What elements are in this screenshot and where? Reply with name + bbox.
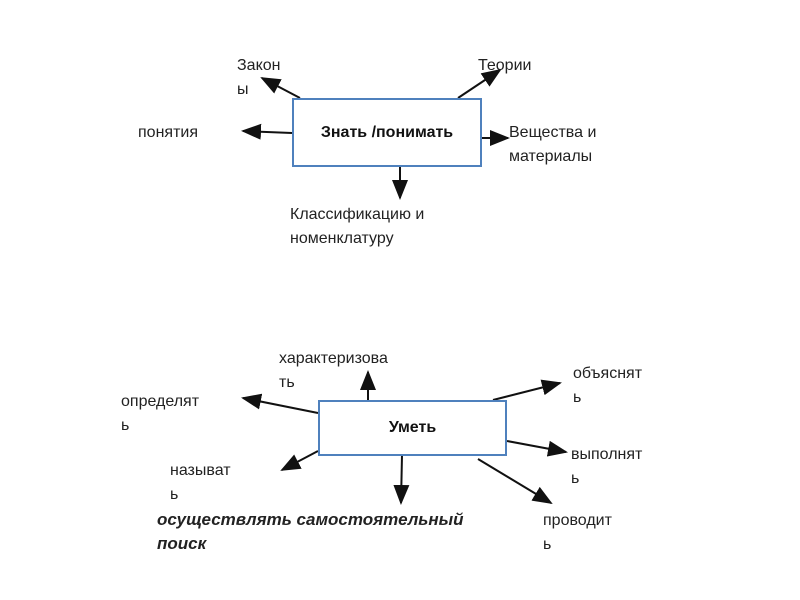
arrow-theories [457,68,502,99]
arrow-name [280,450,319,471]
arrow-explain [492,379,562,401]
label-concepts: понятия [138,124,198,141]
be-able-box: Уметь [318,400,507,456]
arrow-define [241,393,319,414]
arrow-laws [260,77,301,99]
label-theories: Теории [478,57,532,74]
arrow-conduct [477,458,553,505]
know-understand-box: Знать /понимать [292,98,482,167]
arrow-search [393,454,410,505]
arrow-concepts [241,123,293,140]
arrow-perform [506,440,568,457]
